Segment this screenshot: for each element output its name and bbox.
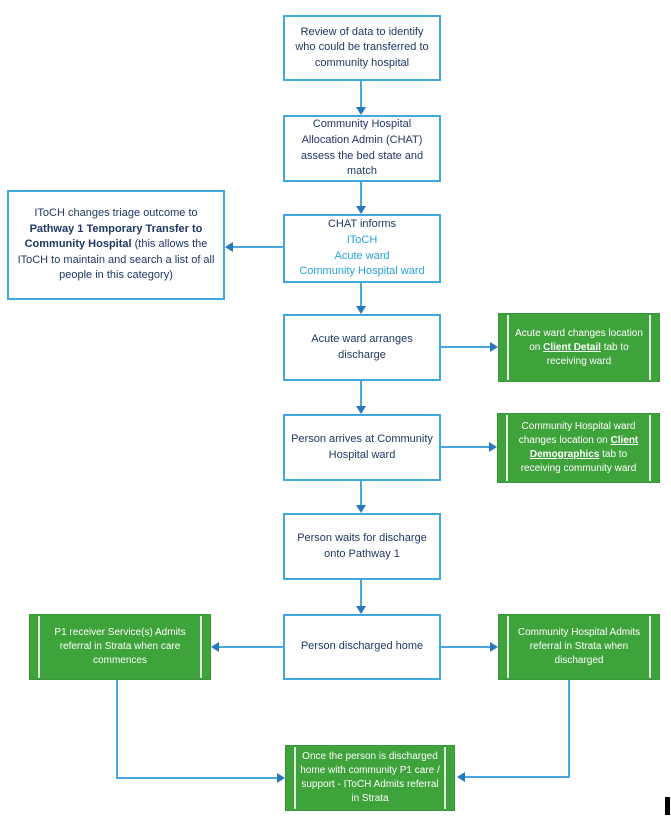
- arrowhead-person-arrives-to-ch-location: [489, 442, 497, 452]
- arrowhead-ch-admits-to-itoch-admits: [457, 772, 465, 782]
- node-acute-ward-changes-location-post: tab to receiving ward: [546, 341, 629, 367]
- node-ch-admits-referral-label: Community Hospital Admits referral in St…: [517, 627, 641, 666]
- node-acute-ward-arranges-discharge-label: Acute ward arranges discharge: [311, 332, 413, 361]
- connector-review-to-chat-assess: [360, 81, 362, 108]
- green-box-right-bar: [649, 315, 651, 380]
- connector-discharged-home-to-p1-receiver: [219, 646, 283, 648]
- arrowhead-p1-receiver-to-itoch-admits: [277, 773, 285, 783]
- node-person-waits-label: Person waits for discharge onto Pathway …: [297, 531, 427, 560]
- node-acute-ward-changes-location-label: Acute ward changes location on Client De…: [515, 327, 643, 367]
- green-box-left-bar: [506, 415, 508, 481]
- connector-ch-admits-to-itoch-admits-horizontal: [465, 776, 570, 778]
- node-acute-ward-changes-location: Acute ward changes location on Client De…: [498, 313, 660, 382]
- node-p1-receiver-admits: P1 receiver Service(s) Admits referral i…: [29, 614, 211, 680]
- client-demographics-link-text: Client Demographics: [529, 435, 639, 460]
- connector-ch-admits-to-itoch-admits-vertical: [568, 680, 570, 778]
- node-review-of-data-label: Review of data to identify who could be …: [295, 25, 429, 69]
- green-box-left-bar: [507, 616, 509, 678]
- node-acute-ward-arranges-discharge: Acute ward arranges discharge: [283, 314, 441, 381]
- arrowhead-discharged-home-to-ch-admits: [490, 642, 498, 652]
- node-ch-ward-changes-location-post: tab to receiving community ward: [520, 449, 637, 474]
- node-chat-informs: CHAT informs IToCH Acute ward Community …: [283, 214, 441, 283]
- connector-person-waits-to-discharged-home: [360, 580, 362, 607]
- arrowhead-person-waits-to-discharged-home: [356, 606, 366, 614]
- page-border-fragment: [665, 797, 670, 815]
- arrowhead-review-to-chat-assess: [356, 107, 366, 115]
- connector-p1-receiver-to-itoch-admits-vertical: [116, 680, 118, 779]
- node-itoch-triage-bold: Pathway 1 Temporary Transfer to Communit…: [24, 222, 203, 251]
- connector-chat-informs-to-acute-discharge: [360, 283, 362, 307]
- node-itoch-admits-referral-label: Once the person is discharged home with …: [300, 751, 440, 804]
- arrowhead-person-arrives-to-person-waits: [356, 505, 366, 513]
- green-box-right-bar: [200, 616, 202, 678]
- node-p1-receiver-admits-label: P1 receiver Service(s) Admits referral i…: [54, 627, 186, 666]
- node-chat-informs-line-acute-ward: Acute ward: [334, 249, 390, 262]
- arrowhead-chat-informs-to-itoch-triage: [225, 242, 233, 252]
- node-chat-informs-line-itoch: IToCH: [346, 233, 378, 246]
- node-person-discharged-home-label: Person discharged home: [300, 640, 424, 653]
- node-ch-admits-referral: Community Hospital Admits referral in St…: [498, 614, 660, 680]
- arrowhead-chat-assess-to-chat-informs: [356, 206, 366, 214]
- arrowhead-acute-discharge-to-person-arrives: [356, 406, 366, 414]
- node-itoch-admits-referral: Once the person is discharged home with …: [285, 745, 455, 811]
- node-ch-ward-changes-location-label: Community Hospital ward changes location…: [518, 421, 639, 474]
- green-box-left-bar: [294, 747, 296, 809]
- green-box-right-bar: [444, 747, 446, 809]
- node-chat-informs-title: CHAT informs: [327, 218, 397, 231]
- connector-acute-discharge-to-acute-location: [441, 346, 490, 348]
- node-chat-informs-line-community-hospital-ward: Community Hospital ward: [299, 265, 425, 278]
- connector-discharged-home-to-ch-admits: [441, 646, 490, 648]
- green-box-right-bar: [649, 616, 651, 678]
- node-review-of-data: Review of data to identify who could be …: [283, 15, 441, 81]
- node-itoch-triage-outcome: IToCH changes triage outcome to Pathway …: [7, 190, 225, 300]
- node-chat-assess: Community Hospital Allocation Admin (CHA…: [283, 115, 441, 182]
- arrowhead-acute-discharge-to-acute-location: [490, 342, 498, 352]
- arrowhead-discharged-home-to-p1-receiver: [211, 642, 219, 652]
- node-itoch-triage-pre: IToCH changes triage outcome to Pathway …: [17, 206, 215, 282]
- node-itoch-triage-post: (this allows the IToCH to maintain and s…: [17, 238, 215, 282]
- arrowhead-chat-informs-to-acute-discharge: [356, 306, 366, 314]
- connector-p1-receiver-to-itoch-admits-horizontal: [116, 777, 277, 779]
- node-chat-assess-label: Community Hospital Allocation Admin (CHA…: [300, 118, 424, 178]
- connector-chat-informs-to-itoch-triage: [233, 246, 283, 248]
- green-box-left-bar: [507, 315, 509, 380]
- client-detail-link-text: Client Detail: [543, 341, 601, 353]
- connector-person-arrives-to-person-waits: [360, 481, 362, 506]
- node-person-discharged-home: Person discharged home: [283, 614, 441, 680]
- node-person-arrives: Person arrives at Community Hospital war…: [283, 414, 441, 481]
- connector-chat-assess-to-chat-informs: [360, 182, 362, 207]
- green-box-left-bar: [38, 616, 40, 678]
- node-person-arrives-label: Person arrives at Community Hospital war…: [291, 432, 433, 461]
- green-box-right-bar: [649, 415, 651, 481]
- node-ch-ward-changes-location: Community Hospital ward changes location…: [497, 413, 660, 483]
- connector-acute-discharge-to-person-arrives: [360, 381, 362, 407]
- node-person-waits: Person waits for discharge onto Pathway …: [283, 513, 441, 580]
- connector-person-arrives-to-ch-location: [441, 446, 489, 448]
